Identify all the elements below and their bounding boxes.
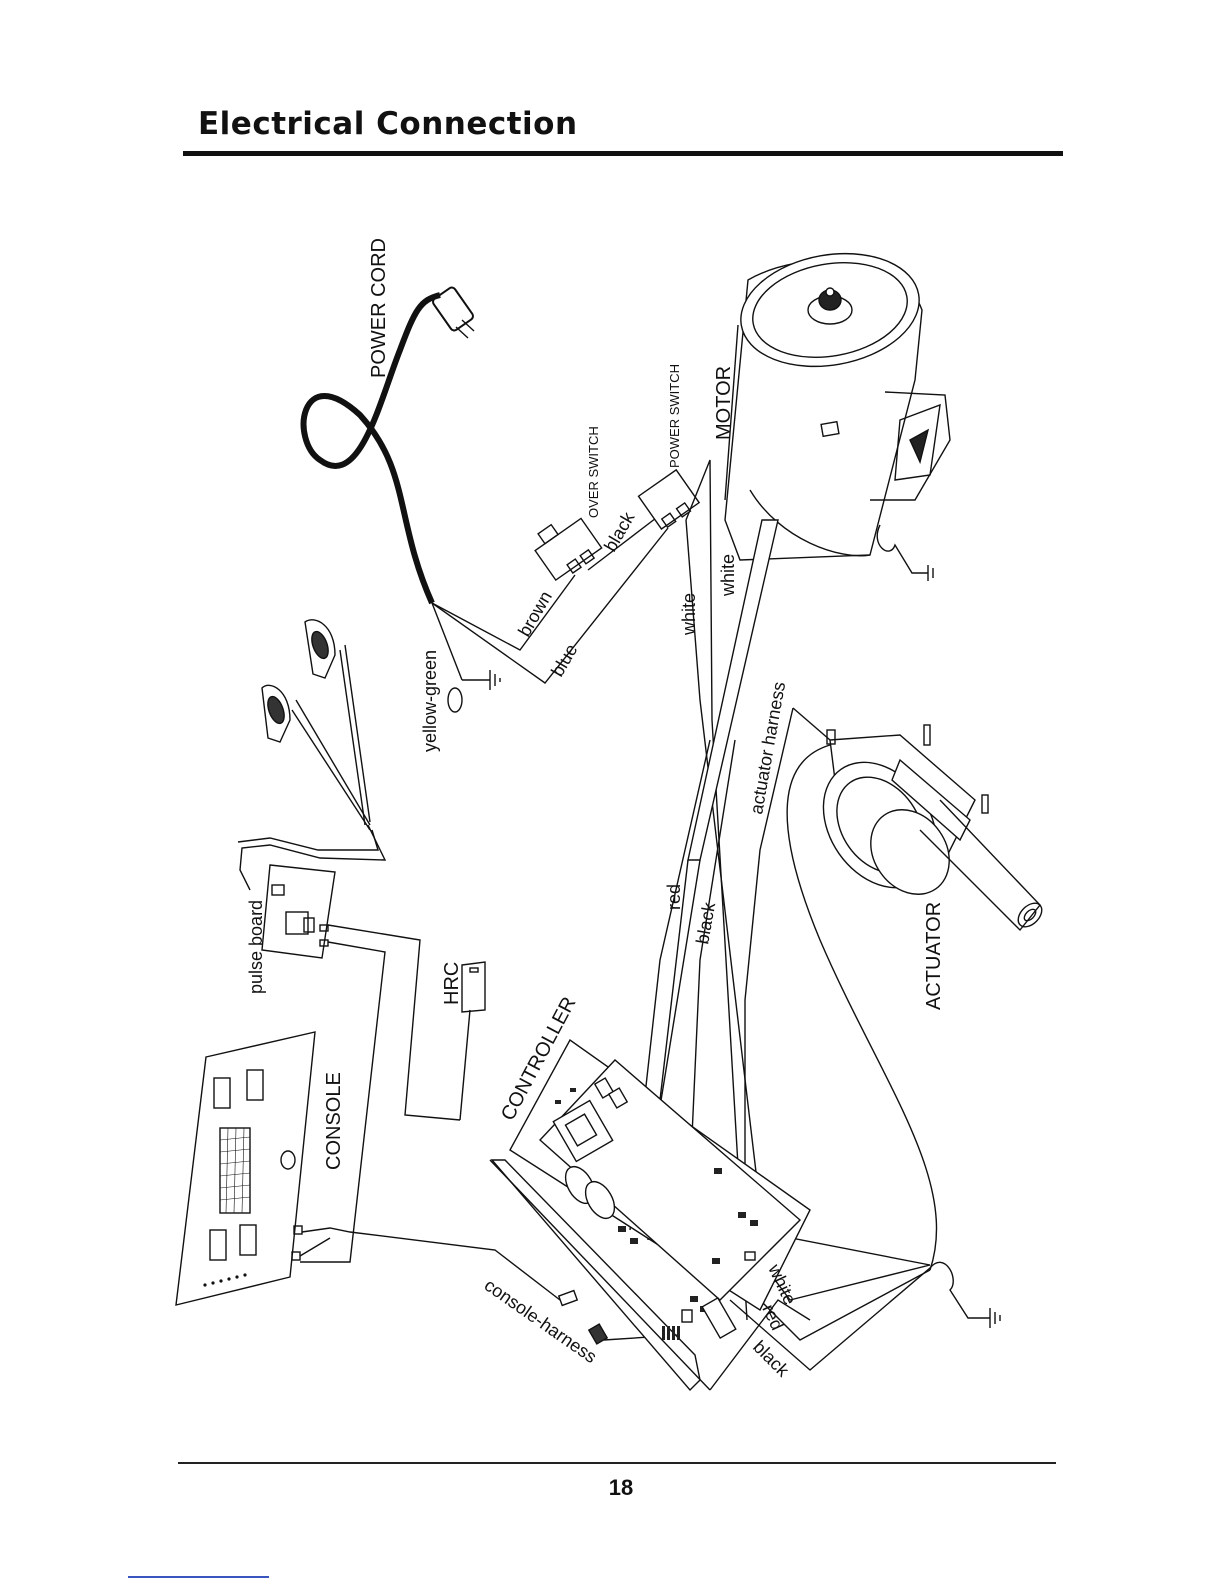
ground-symbol-cord	[448, 670, 500, 712]
power-switch-label: POWER SWITCH	[667, 364, 682, 468]
footer-rule	[178, 1462, 1056, 1464]
over-switch-label: OVER SWITCH	[586, 426, 601, 518]
power-cord-label: POWER CORD	[368, 238, 390, 378]
pulse-board	[262, 865, 335, 958]
page-number: 18	[596, 1475, 646, 1501]
white-wire-label-1: white	[679, 593, 699, 636]
handgrip-sensor-right	[305, 620, 370, 825]
black-wire-label-bottom: black	[749, 1337, 794, 1382]
white-wire-label-2: white	[718, 554, 738, 597]
red-wire-label-mid: red	[664, 884, 684, 910]
pulse-board-label: pulse board	[246, 900, 266, 994]
actuator-harness-label: actuator harness	[746, 680, 789, 816]
yellow-green-label: yellow-green	[420, 650, 440, 752]
console-label: CONSOLE	[323, 1072, 345, 1170]
actuator-label: ACTUATOR	[923, 902, 945, 1010]
over-switch	[528, 509, 604, 584]
brown-wire-label: brown	[514, 588, 556, 640]
actuator	[800, 725, 1046, 931]
hrc-receiver	[460, 962, 485, 1120]
console-harness-label: console-harness	[481, 1275, 601, 1367]
scan-edge-mark	[128, 1576, 269, 1578]
blue-wire-label: blue	[547, 641, 581, 680]
motor-label: MOTOR	[713, 366, 735, 440]
black-wire-label-mid: black	[692, 900, 719, 946]
black-switch-wire-label: black	[600, 508, 639, 555]
console	[176, 1032, 315, 1305]
power-switch	[639, 470, 701, 531]
hrc-label: HRC	[441, 962, 463, 1005]
